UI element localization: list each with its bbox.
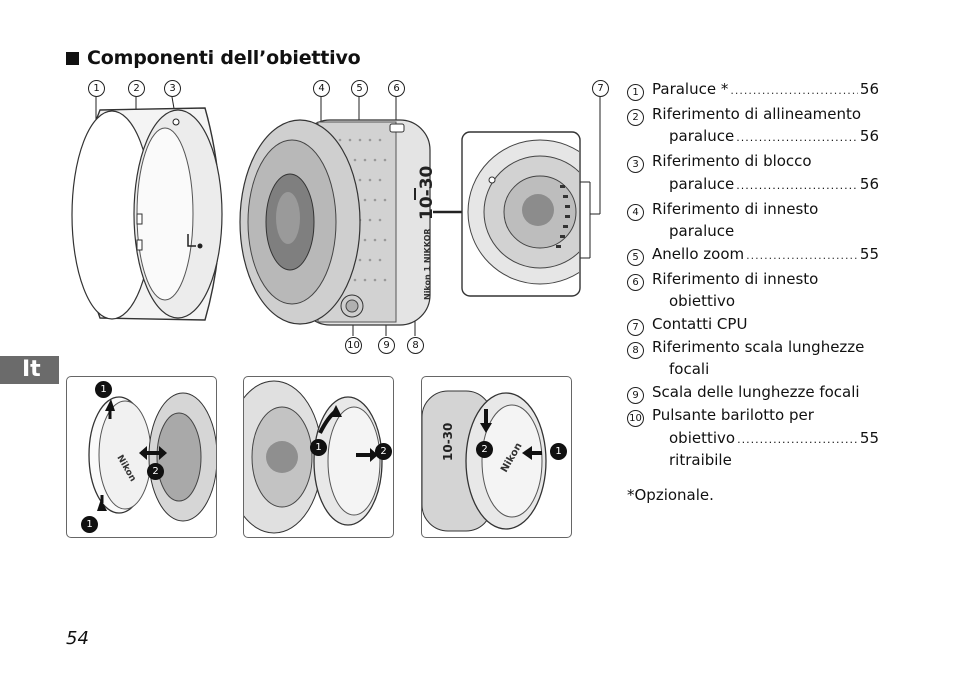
legend-text: Riferimento di innesto	[652, 269, 819, 288]
legend-item-5: 5 Anello zoom ..........................…	[627, 243, 879, 268]
legend-item-2-cont: paraluce ...............................…	[627, 125, 879, 150]
lens-body-drawing	[239, 119, 431, 326]
callout-5: 5	[351, 80, 368, 97]
step-marker-2: 2	[375, 443, 392, 460]
legend-text: obiettivo ritraibile	[669, 428, 736, 470]
front-cap-illustration: Nikon	[88, 392, 216, 522]
components-legend: 1 Paraluce * ...........................…	[627, 78, 879, 507]
legend-num: 3	[627, 156, 644, 174]
legend-num: 6	[627, 273, 644, 291]
legend-text: Anello zoom	[652, 244, 745, 263]
legend-text: paraluce	[669, 127, 735, 146]
legend-page[interactable]: 56	[859, 127, 879, 146]
step-marker-1: 1	[550, 443, 567, 460]
legend-text: Riferimento di blocco	[652, 152, 812, 171]
legend-item-8: 8 Riferimento scala lunghezze	[627, 336, 879, 359]
legend-item-10: 10 Pulsante barilotto per	[627, 404, 879, 427]
rear-cap-attach-illustration: Nikon 10-30	[422, 390, 547, 532]
legend-text: obiettivo	[669, 292, 736, 311]
legend-item-9: 9 Scala delle lunghezze focali	[627, 381, 879, 405]
legend-item-10-cont: obiettivo ritraibile ...................…	[627, 427, 879, 472]
legend-num: 9	[627, 387, 644, 405]
legend-item-3: 3 Riferimento di blocco	[627, 150, 879, 174]
legend-text: Riferimento di allineamento	[652, 104, 862, 123]
legend-item-7: 7 Contatti CPU	[627, 313, 879, 337]
legend-text: paraluce	[669, 222, 735, 241]
legend-text: Paraluce *	[652, 80, 729, 98]
legend-num: 1	[627, 84, 644, 101]
legend-text: Riferimento di innesto	[652, 199, 819, 218]
legend-item-6: 6 Riferimento di innesto	[627, 268, 879, 291]
leader-dots: ........................................…	[746, 248, 858, 262]
step-marker-1: 1	[310, 439, 327, 456]
legend-text: paraluce	[669, 174, 735, 193]
leader-dots: ........................................…	[736, 131, 858, 145]
legend-num: 7	[627, 319, 644, 337]
legend-page[interactable]: 55	[859, 428, 879, 447]
callout-1: 1	[88, 80, 105, 97]
legend-item-4: 4 Riferimento di innesto	[627, 198, 879, 221]
callout-9: 9	[378, 337, 395, 354]
legend-item-4-cont: paraluce	[627, 220, 879, 243]
callout-4: 4	[313, 80, 330, 97]
section-heading: Componenti dell’obiettivo	[66, 47, 361, 69]
callout-7: 7	[592, 80, 609, 97]
heading-text: Componenti dell’obiettivo	[87, 47, 361, 69]
language-tab[interactable]: It	[0, 356, 59, 384]
step-marker-1: 1	[95, 381, 112, 398]
step-panel-rear-cap-remove: 1 2	[243, 376, 394, 538]
legend-item-2: 2 Riferimento di allineamento	[627, 103, 879, 126]
legend-item-3-cont: paraluce ...............................…	[627, 173, 879, 198]
legend-text: Scala delle lunghezze focali	[652, 383, 860, 402]
leader-dots: ........................................…	[737, 432, 858, 446]
step-marker-2: 2	[147, 463, 164, 480]
lens-components-illustration: 10-30 Nikon 1 NIKKOR	[71, 96, 601, 336]
legend-item-6-cont: obiettivo	[627, 290, 879, 313]
step-marker-2: 2	[476, 441, 493, 458]
legend-page[interactable]: 56	[859, 80, 879, 98]
lens-mount-view	[461, 131, 581, 297]
callout-8: 8	[407, 337, 424, 354]
legend-item-8-cont: focali	[627, 358, 879, 381]
brand-line-marking: Nikon 1 NIKKOR	[423, 228, 432, 300]
legend-text: Pulsante barilotto per	[652, 405, 814, 424]
step-panel-rear-cap-attach: Nikon 10-30 2 1	[421, 376, 572, 538]
heading-square-icon	[66, 52, 79, 65]
legend-text: Riferimento scala lunghezze	[652, 337, 865, 356]
leader-dots: ........................................…	[730, 84, 858, 97]
legend-num: 8	[627, 341, 644, 359]
legend-num: 10	[627, 409, 644, 427]
panel-focal-range: 10-30	[441, 423, 455, 461]
footnote: *Opzionale.	[627, 485, 714, 504]
legend-text: focali	[669, 360, 710, 379]
legend-page[interactable]: 56	[859, 174, 879, 193]
step-panel-front-cap: Nikon 1 2 1	[66, 376, 217, 538]
callout-6: 6	[388, 80, 405, 97]
legend-text: Contatti CPU	[652, 315, 748, 334]
legend-num: 5	[627, 248, 644, 266]
focal-range-marking: 10-30	[417, 165, 437, 220]
callout-2: 2	[128, 80, 145, 97]
legend-num: 2	[627, 108, 644, 126]
legend-item-1: 1 Paraluce * ...........................…	[627, 78, 879, 103]
page-number: 54	[66, 628, 89, 649]
step-marker-1-lower: 1	[81, 516, 98, 533]
callout-10: 10	[345, 337, 362, 354]
lens-hood-drawing	[71, 107, 223, 321]
leader-dots: ........................................…	[736, 178, 858, 192]
legend-page[interactable]: 55	[859, 244, 879, 263]
rear-cap-remove-illustration	[244, 380, 383, 534]
callout-3: 3	[164, 80, 181, 97]
legend-num: 4	[627, 203, 644, 221]
